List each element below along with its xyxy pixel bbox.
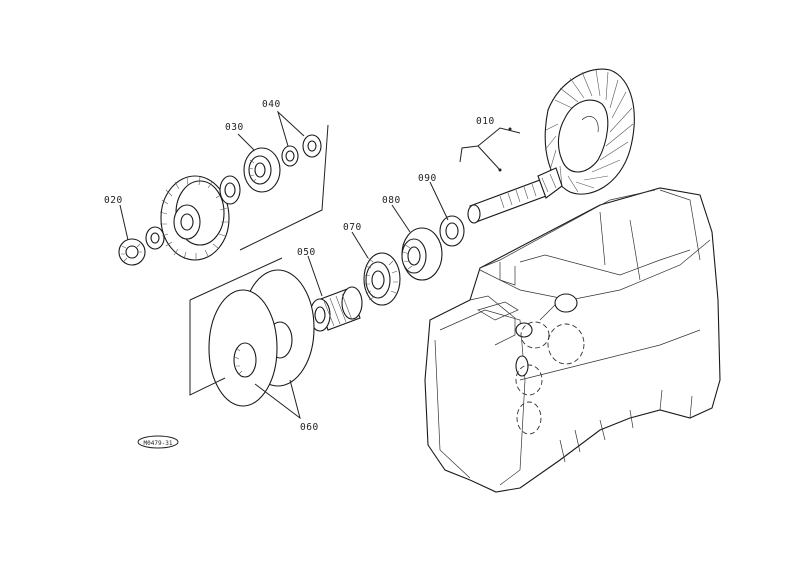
callout-020: 020 — [104, 195, 123, 206]
bevel-gear-set — [459, 68, 635, 224]
callout-010: 010 — [476, 116, 495, 127]
callout-090: 090 — [418, 173, 437, 184]
transmission-housing — [424, 187, 721, 493]
drawing-code-badge — [137, 435, 179, 449]
drawing-code: M0479-31 — [144, 440, 173, 447]
part-070-gear — [351, 231, 401, 306]
callout-050: 050 — [297, 247, 316, 258]
callout-040: 040 — [262, 99, 281, 110]
callout-070: 070 — [343, 222, 362, 233]
part-080-bearing — [391, 204, 443, 281]
part-060-discs — [208, 269, 315, 420]
assembly-bracket-lower — [189, 257, 283, 396]
part-020-nut — [118, 204, 165, 266]
part-030-bearing — [219, 133, 281, 205]
callout-030: 030 — [225, 122, 244, 133]
assembly-bracket-upper — [239, 124, 329, 251]
part-040-washers — [277, 110, 322, 167]
part-050-needle-bearing — [307, 255, 363, 332]
callout-060: 060 — [300, 422, 319, 433]
callout-080: 080 — [382, 195, 401, 206]
part-090-thrust-washer — [429, 181, 465, 247]
large-spur-gear — [159, 175, 230, 261]
